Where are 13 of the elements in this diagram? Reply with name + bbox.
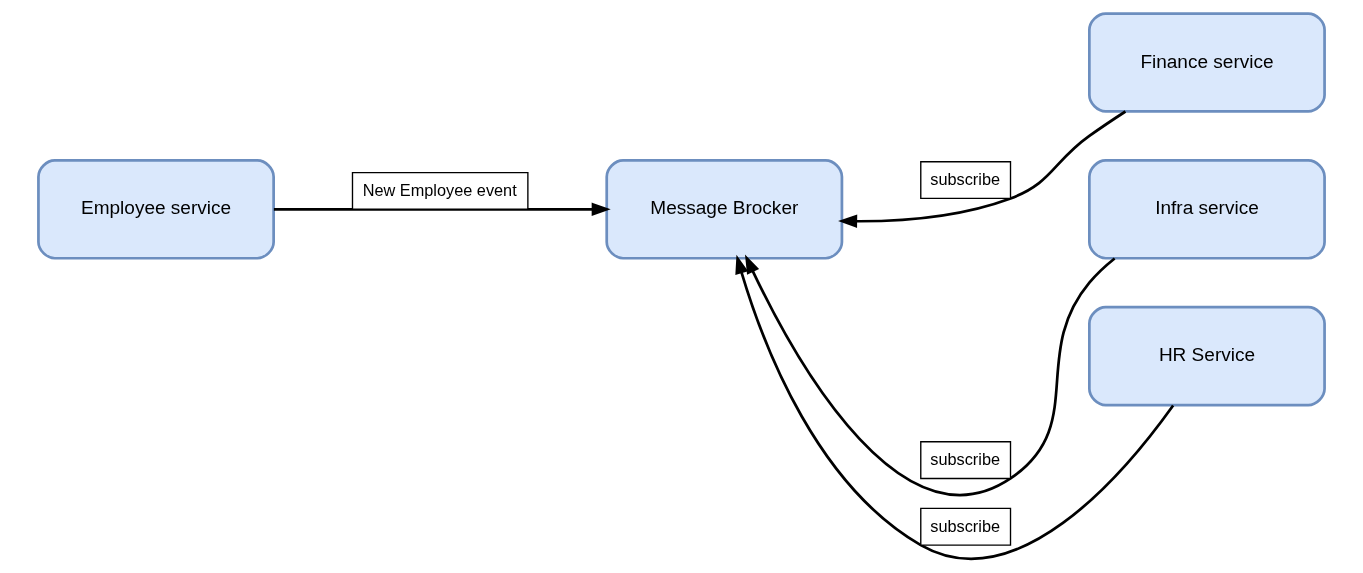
node-box: HR Service <box>1088 305 1326 407</box>
node-box: Finance service <box>1088 12 1326 113</box>
arrow <box>735 254 1175 560</box>
arrow <box>838 110 1127 228</box>
arrow <box>745 254 1116 497</box>
edge-label: subscribe <box>930 516 1001 535</box>
arrow <box>273 202 611 216</box>
node-box: Infra service <box>1088 159 1326 260</box>
edge-label: New Employee event <box>362 180 517 199</box>
node-box: Employee service <box>37 159 275 260</box>
node-box: Message Brocker <box>605 159 844 260</box>
edge-label: subscribe <box>930 450 1001 469</box>
edge-label: subscribe <box>930 169 1001 188</box>
